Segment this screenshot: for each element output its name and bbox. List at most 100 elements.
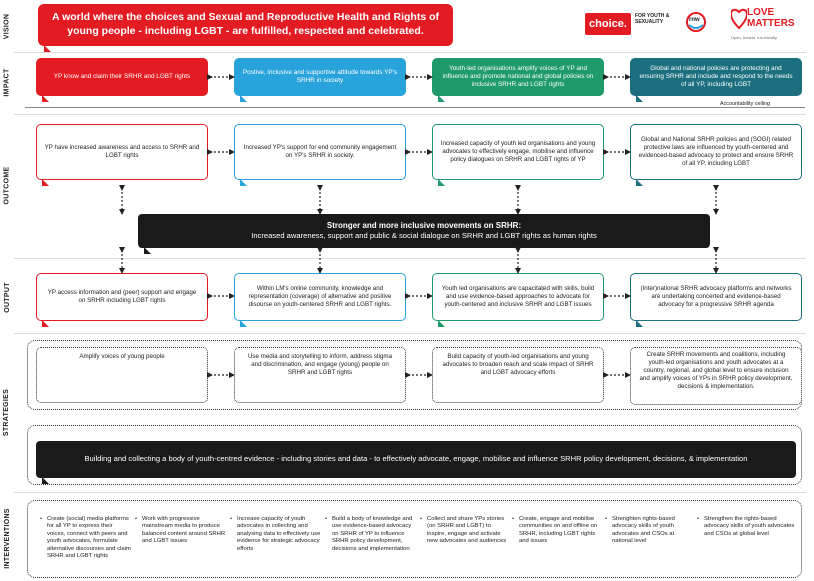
outcome-tail [240, 179, 247, 186]
choice-logo-subtitle: FOR YOUTH & SEXUALITY [635, 13, 670, 25]
intervention-item: • Build a body of knowledge and use evide… [325, 516, 417, 553]
outcome-tail [42, 179, 49, 186]
bullet: • [512, 516, 515, 522]
output-box-2: Within LM's online community, knowledge … [234, 273, 406, 321]
intervention-text: Strenghten rights-based advocacy skills … [612, 516, 675, 545]
row-label-outcome: OUTCOME [3, 166, 11, 204]
separator [14, 333, 806, 334]
love-matters-text: LOVE MATTERS [747, 7, 795, 29]
logo-group: choice. FOR YOUTH & SEXUALITY rnw LOVE M… [585, 7, 800, 42]
row-label-strategies: STRATEGIES [3, 388, 11, 437]
strategy-text: Create SRHR movements and coalitions, in… [639, 351, 793, 391]
strategy-text: Use media and storytelling to inform, ad… [247, 353, 393, 377]
evidence-box: Building and collecting a body of youth-… [36, 441, 796, 478]
evidence-text: Building and collecting a body of youth-… [84, 454, 748, 464]
output-box-3: Youth led organisations are capacitated … [432, 273, 604, 321]
intervention-text: Create (social) media platforms for all … [47, 516, 131, 559]
impact-text: Youth-led organisations amplify voices o… [442, 64, 594, 89]
outcome-text: YP have increased awareness and access t… [44, 143, 200, 159]
separator [14, 114, 806, 115]
impact-text: YP know and claim their SRHR and LGBT ri… [53, 72, 191, 80]
impact-tail [438, 95, 445, 102]
outcome-box-4: Global and National SRHR policies and (S… [630, 124, 802, 180]
bullet: • [605, 516, 608, 522]
outcome-box-1: YP have increased awareness and access t… [36, 124, 208, 180]
accountability-ceiling-line [25, 107, 805, 108]
impact-box-1: YP know and claim their SRHR and LGBT ri… [36, 58, 208, 96]
outcome-box-2: Increased YP's support for end community… [234, 124, 406, 180]
intervention-item: • Collect and share YPs stories (on SRHR … [420, 516, 510, 546]
outcome-box-3: Increased capacity of youth led organisa… [432, 124, 604, 180]
output-box-4: (Inter)national SRHR advocacy platforms … [630, 273, 802, 321]
movement-tail [144, 247, 151, 254]
strategy-box-1: Amplify voices of young people [36, 347, 208, 403]
movement-text: Increased awareness, support and public … [251, 231, 597, 241]
strategy-box-2: Use media and storytelling to inform, ad… [234, 347, 406, 403]
output-text: (Inter)national SRHR advocacy platforms … [640, 284, 792, 309]
love-matters-logo: LOVE MATTERS Open, honest, fun-friendly [729, 7, 795, 40]
impact-box-3: Youth-led organisations amplify voices o… [432, 58, 604, 96]
output-text: YP access information and (peer) support… [47, 288, 197, 304]
strategy-box-3: Build capacity of youth-led organisation… [432, 347, 604, 403]
strategy-text: Build capacity of youth-led organisation… [442, 353, 594, 377]
impact-tail [636, 95, 643, 102]
row-label-interventions: INTERVENTIONS [3, 507, 11, 569]
intervention-text: Collect and share YPs stories (on SRHR a… [427, 516, 507, 545]
vision-box-tail [44, 45, 51, 52]
strategy-box-4: Create SRHR movements and coalitions, in… [630, 347, 802, 405]
intervention-item: • Increase capacity of youth advocates in… [230, 516, 322, 553]
strategy-text: Amplify voices of young people [79, 353, 165, 360]
bullet: • [230, 516, 233, 522]
separator [14, 258, 806, 259]
row-label-vision: VISION [3, 13, 11, 39]
intervention-text: Strengthen the rights-based advocacy ski… [704, 516, 795, 537]
output-tail [636, 320, 643, 327]
intervention-text: Work with progressive mainstream media t… [142, 516, 226, 545]
row-label-output: OUTPUT [3, 281, 11, 313]
outcome-text: Increased capacity of youth led organisa… [440, 139, 596, 164]
outcome-tail [636, 179, 643, 186]
outcome-text: Increased YP's support for end community… [243, 143, 397, 159]
impact-box-2: Postive, inclusive and supportive attitu… [234, 58, 406, 96]
interventions-frame [27, 500, 802, 578]
separator [14, 492, 806, 493]
intervention-item: • Work with progressive mainstream media … [135, 516, 227, 546]
heart-icon [729, 8, 749, 30]
love-matters-tagline: Open, honest, fun-friendly [731, 35, 778, 40]
intervention-text: Build a body of knowledge and use eviden… [332, 516, 413, 552]
intervention-text: Increase capacity of youth advocates in … [237, 516, 321, 552]
rnw-logo: rnw [685, 11, 707, 38]
intervention-item: • Strenghten rights-based advocacy skills… [605, 516, 695, 546]
output-tail [438, 320, 445, 327]
bullet: • [697, 516, 700, 522]
output-text: Within LM's online community, knowledge … [248, 284, 392, 309]
vision-box: A world where the choices and Sexual and… [38, 4, 453, 46]
choice-logo: choice. [585, 13, 631, 35]
bullet: • [325, 516, 328, 522]
output-tail [42, 320, 49, 327]
bullet: • [135, 516, 138, 522]
output-tail [240, 320, 247, 327]
movement-box: Stronger and more inclusive movements on… [138, 214, 710, 248]
outcome-text: Global and National SRHR policies and (S… [638, 135, 794, 168]
row-label-impact: IMPACT [3, 68, 11, 97]
bullet: • [40, 516, 43, 522]
bullet: • [420, 516, 423, 522]
accountability-ceiling-label: Accountability ceiling [720, 101, 771, 107]
impact-tail [42, 95, 49, 102]
output-box-1: YP access information and (peer) support… [36, 273, 208, 321]
impact-box-4: Global and national policies are protect… [630, 58, 802, 96]
rnw-logo-text: rnw [689, 17, 700, 23]
intervention-item: • Strengthen the rights-based advocacy sk… [697, 516, 797, 538]
evidence-tail [42, 477, 49, 484]
intervention-item: • Create, engage and mobilise communities… [512, 516, 602, 546]
impact-text: Global and national policies are protect… [639, 64, 793, 89]
intervention-item: • Create (social) media platforms for all… [40, 516, 132, 560]
outcome-tail [438, 179, 445, 186]
movement-title: Stronger and more inclusive movements on… [326, 220, 522, 230]
intervention-text: Create, engage and mobilise communities … [519, 516, 598, 545]
separator [14, 52, 806, 53]
impact-tail [240, 95, 247, 102]
impact-text: Postive, inclusive and supportive attitu… [242, 68, 398, 84]
evidence-frame [27, 425, 802, 485]
